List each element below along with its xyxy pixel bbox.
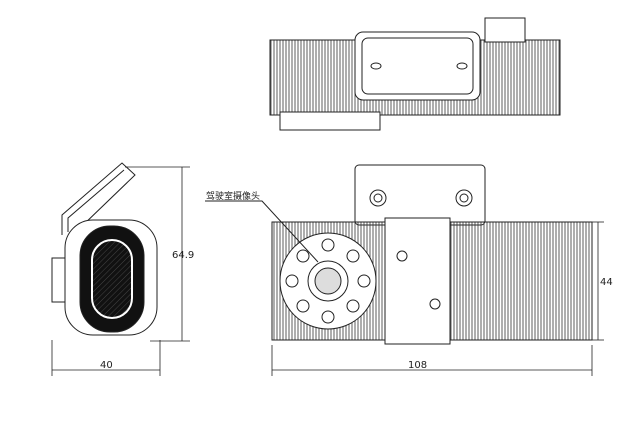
button-icon — [396, 250, 408, 262]
top-view-connector — [484, 17, 526, 43]
screw-hole-icon — [456, 62, 468, 70]
side-view — [51, 162, 158, 336]
top-view — [269, 17, 561, 131]
side-view-grille — [91, 239, 133, 319]
top-view-lower-block — [279, 111, 381, 131]
screw-hole-icon — [370, 62, 382, 70]
camera-lens-icon — [307, 260, 349, 302]
dimension-side-width: 40 — [100, 360, 113, 371]
callout-leader — [205, 200, 319, 263]
screw-icon — [455, 189, 473, 207]
dimension-front-height: 44 — [600, 277, 613, 288]
dimension-lines — [51, 166, 604, 376]
dimension-side-height: 64.9 — [172, 250, 194, 261]
ir-led-ring — [285, 238, 371, 324]
front-view-center-band — [384, 217, 451, 345]
callout-label: 驾驶室摄像头 — [206, 190, 260, 202]
front-view — [205, 164, 593, 345]
button-icon — [429, 298, 441, 310]
screw-icon — [369, 189, 387, 207]
dimension-front-width: 108 — [408, 360, 427, 371]
